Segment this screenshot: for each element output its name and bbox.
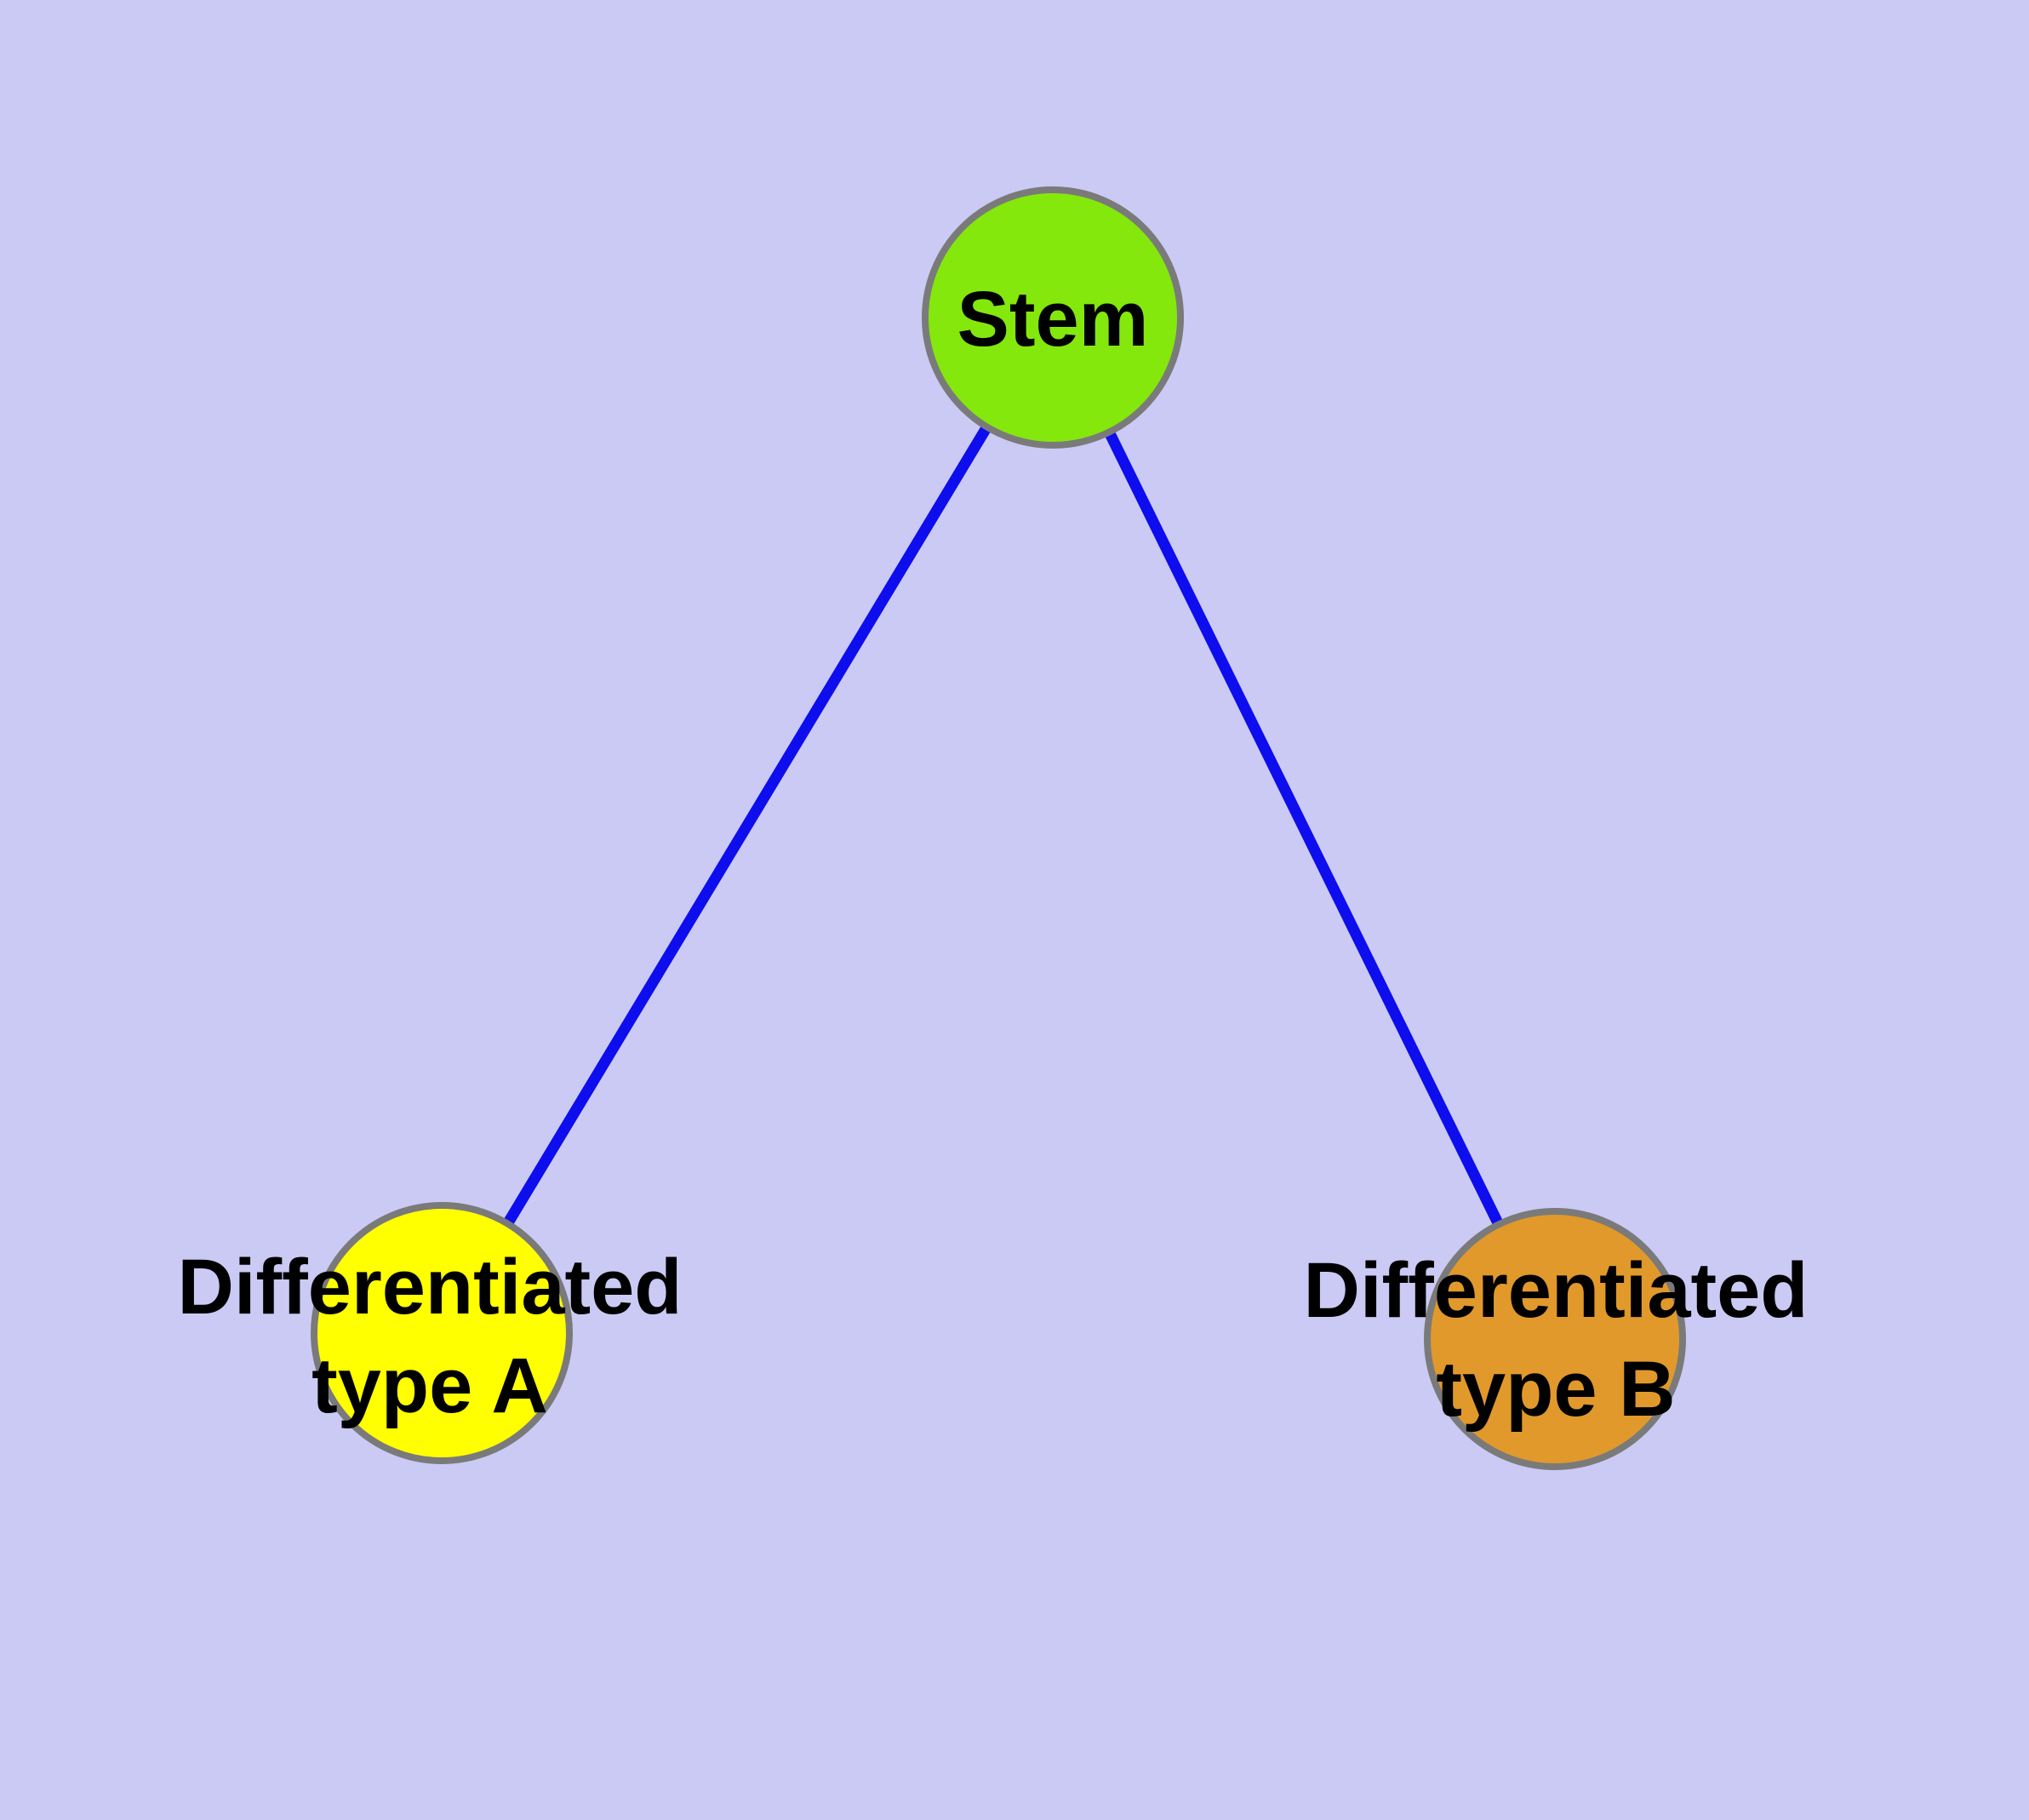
node-stem [922, 186, 1184, 449]
node-differentiated-type-a [311, 1202, 573, 1464]
edge-stem-to-type-b [1048, 315, 1560, 1342]
edge-stem-to-type-a [437, 314, 1058, 1336]
node-differentiated-type-b [1424, 1208, 1686, 1470]
